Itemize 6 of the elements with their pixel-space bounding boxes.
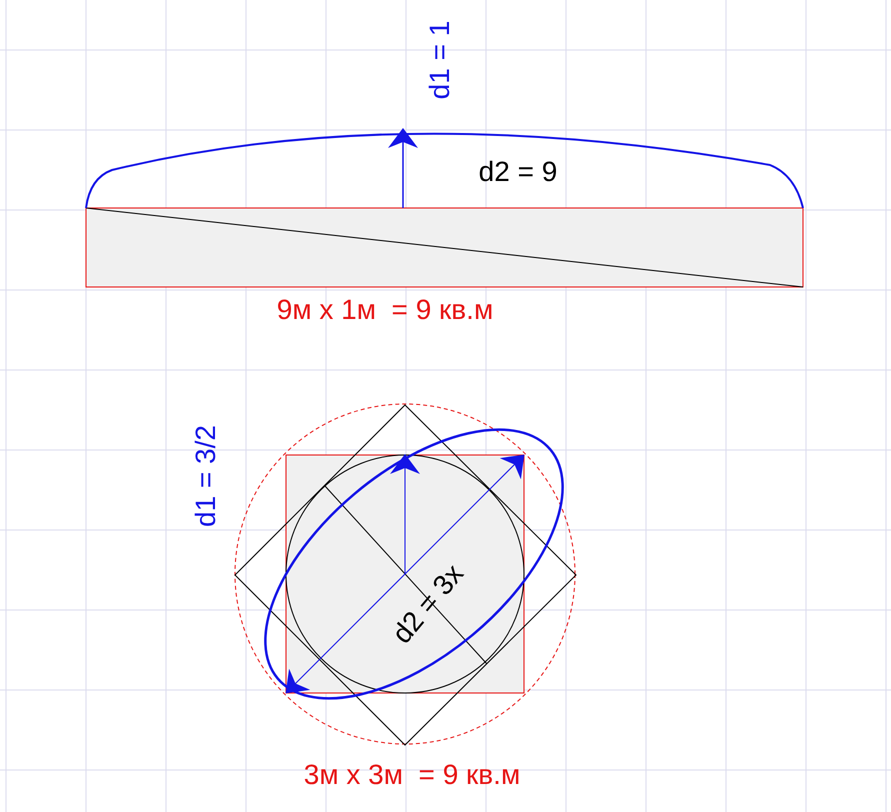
area-label: 3м x 3м = 9 кв.м xyxy=(304,761,520,789)
dimension-label: d2 = 9 xyxy=(478,158,558,186)
dimension-label: d1 = 1 xyxy=(426,20,454,100)
dimension-label: d1 = 3/2 xyxy=(192,425,220,527)
dimension-label: d2 = 3x xyxy=(388,560,468,648)
area-label: 9м x 1м = 9 кв.м xyxy=(276,296,494,324)
